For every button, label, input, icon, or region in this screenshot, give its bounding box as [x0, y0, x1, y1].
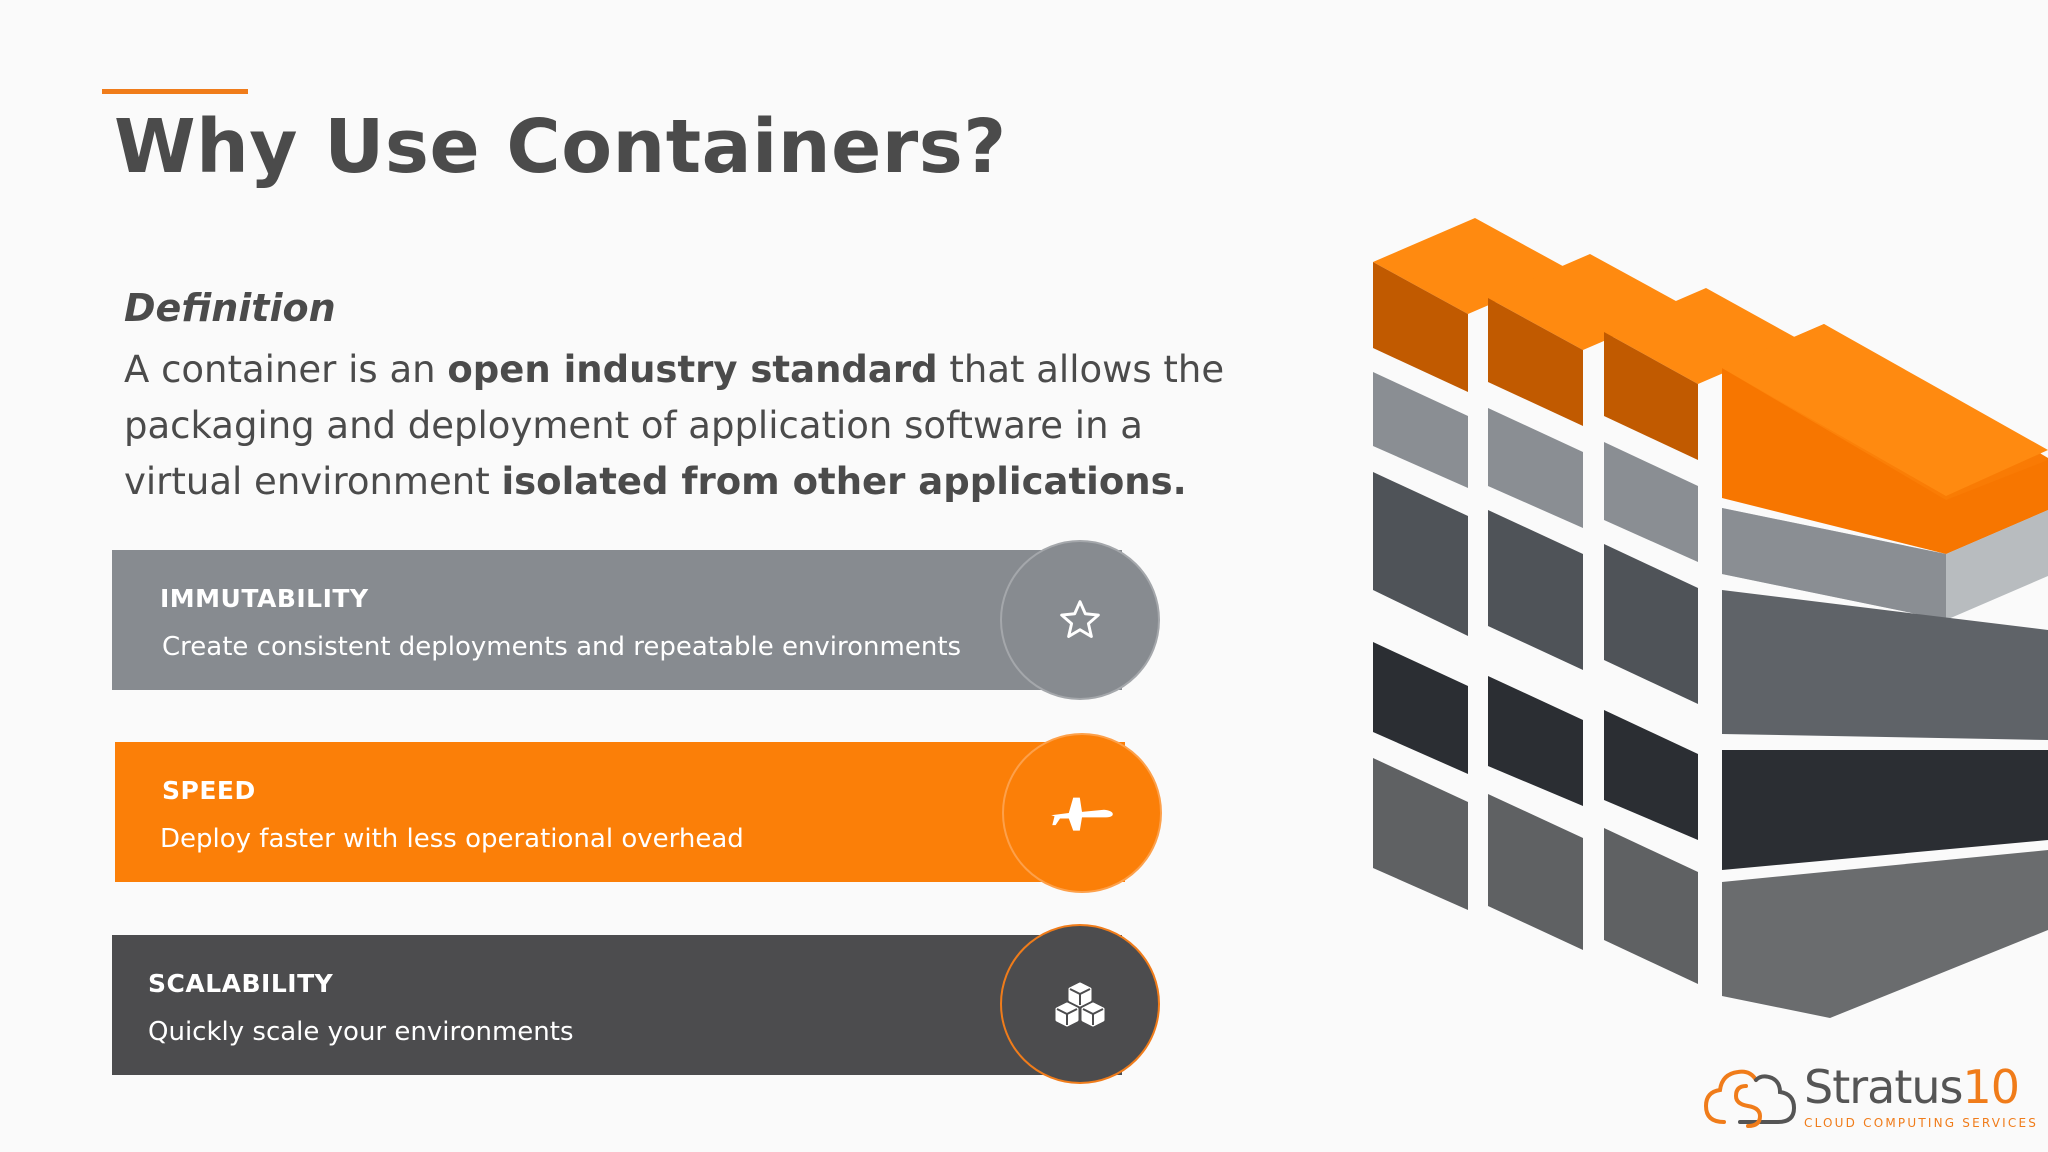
logo-number: 10	[1962, 1060, 2021, 1114]
container-column-2	[1488, 254, 1685, 950]
container-column-3	[1604, 288, 1800, 984]
container-column-4	[1722, 324, 2048, 1018]
benefit-description: Create consistent deployments and repeat…	[162, 632, 962, 662]
logo-wordmark: Stratus10	[1804, 1060, 2021, 1114]
benefit-immutability: IMMUTABILITY Create consistent deploymen…	[112, 550, 1122, 690]
definition-body: A container is an open industry standard…	[124, 342, 1244, 510]
benefit-scalability: SCALABILITY Quickly scale your environme…	[112, 935, 1122, 1075]
speed-icon-circle	[1002, 733, 1162, 893]
container-stack-illustration	[1373, 218, 2048, 1018]
logo-brand: Stratus	[1804, 1060, 1963, 1114]
title-accent-line	[102, 89, 248, 94]
cubes-icon	[1055, 982, 1105, 1027]
benefit-label: SCALABILITY	[148, 969, 334, 998]
benefit-label: SPEED	[162, 776, 256, 805]
definition-bold-2: isolated from other applications.	[501, 460, 1187, 503]
star-icon	[1060, 600, 1100, 638]
slide-title: Why Use Containers?	[114, 104, 1007, 190]
benefit-description: Deploy faster with less operational over…	[160, 824, 744, 854]
benefit-label: IMMUTABILITY	[160, 584, 369, 613]
definition-text-2: that allows the packaging and deployment…	[124, 348, 1225, 503]
scalability-icon-circle	[1000, 924, 1160, 1084]
benefit-speed: SPEED Deploy faster with less operationa…	[115, 742, 1125, 882]
benefit-description: Quickly scale your environments	[148, 1017, 574, 1047]
stratus10-logo: Stratus10 CLOUD COMPUTING SERVICES	[1700, 1056, 2036, 1136]
definition-bold-1: open industry standard	[447, 348, 938, 391]
logo-tagline: CLOUD COMPUTING SERVICES	[1804, 1116, 2039, 1130]
immutability-icon-circle	[1000, 540, 1160, 700]
definition-heading: Definition	[124, 286, 336, 330]
definition-text-1: A container is an	[124, 348, 448, 391]
cloud-logo-icon	[1703, 1069, 1797, 1128]
jet-icon	[1051, 797, 1113, 831]
